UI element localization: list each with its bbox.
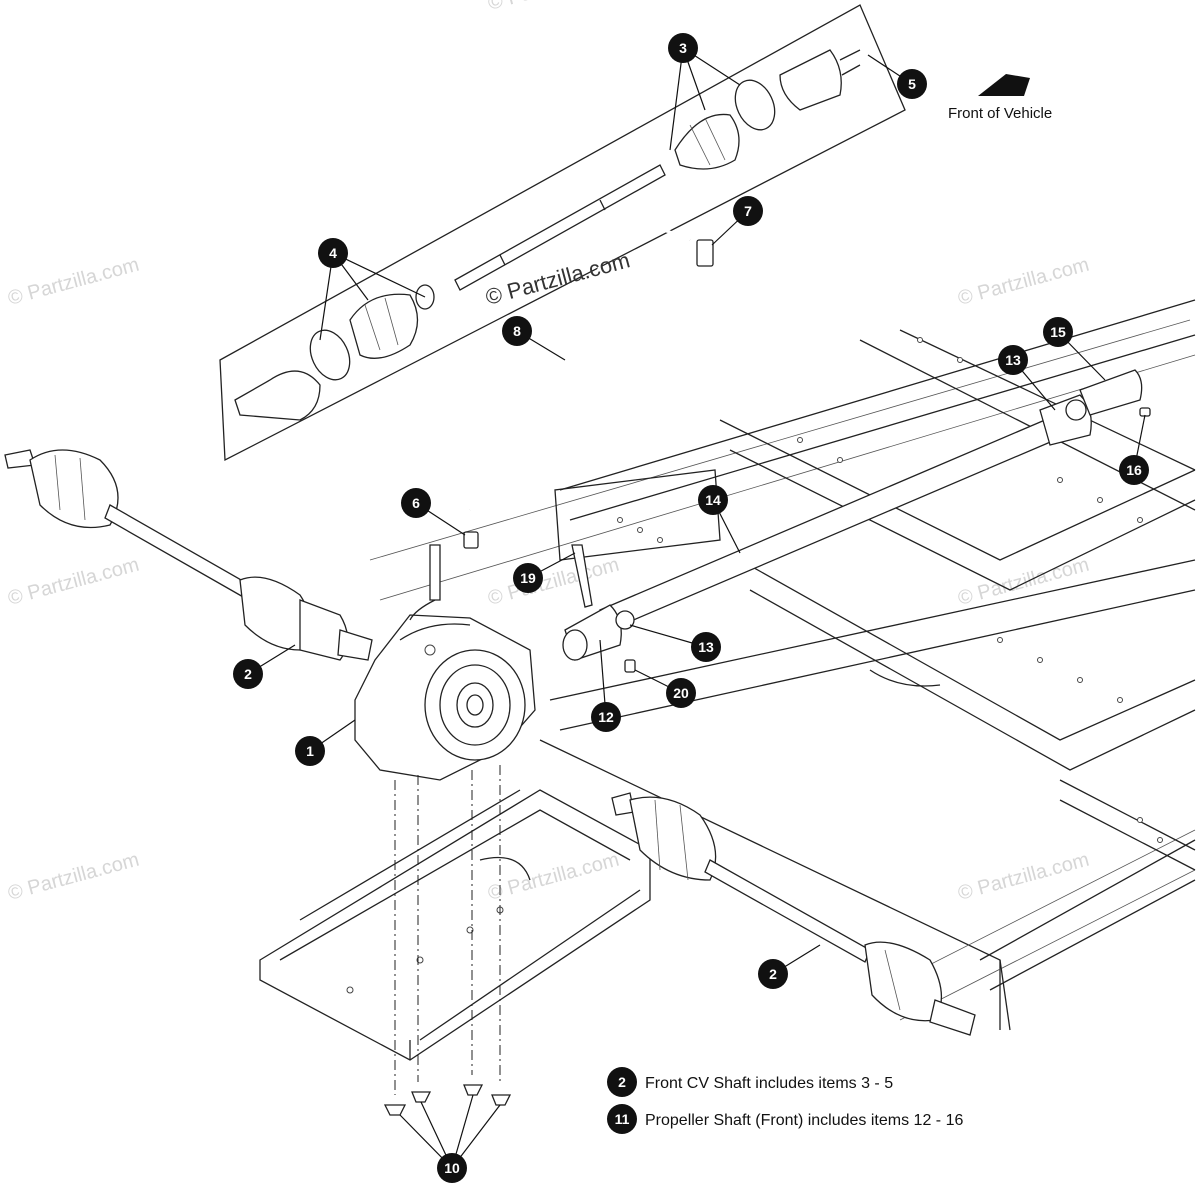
cv-shaft-exploded-view	[219, 4, 906, 462]
watermark: © Partzilla.com	[486, 0, 622, 15]
front-of-vehicle-indicator: Front of Vehicle	[948, 74, 1052, 122]
callout-2-left[interactable]: 2	[233, 659, 263, 689]
vent-hose-assembly	[463, 227, 714, 549]
callout-15[interactable]: 15	[1043, 317, 1073, 347]
callout-number: 3	[679, 40, 687, 56]
watermark: © Partzilla.com	[956, 849, 1092, 905]
watermark: © Partzilla.com	[6, 554, 142, 610]
propeller-shaft	[562, 369, 1151, 673]
callout-number: 7	[744, 203, 752, 219]
legend: 2 Front CV Shaft includes items 3 - 5 11…	[607, 1067, 963, 1134]
callout-number: 5	[908, 76, 916, 92]
callout-20[interactable]: 20	[666, 678, 696, 708]
callout-number: 1	[306, 743, 314, 759]
legend-item: 11 Propeller Shaft (Front) includes item…	[607, 1104, 963, 1134]
watermark: © Partzilla.com	[6, 849, 142, 905]
callout-8[interactable]: 8	[502, 316, 532, 346]
callout-10[interactable]: 10	[437, 1153, 467, 1183]
callout-number: 19	[520, 570, 536, 586]
callouts: 3 5 7 4 8 13 15 16	[233, 33, 1149, 1183]
front-of-vehicle-label: Front of Vehicle	[948, 105, 1052, 122]
callout-number: 8	[513, 323, 521, 339]
callout-number: 16	[1126, 462, 1142, 478]
callout-number: 2	[244, 666, 252, 682]
callout-6[interactable]: 6	[401, 488, 431, 518]
watermarks: © Partzilla.com © Partzilla.com © Partzi…	[6, 0, 1092, 905]
callout-19[interactable]: 19	[513, 563, 543, 593]
callout-7[interactable]: 7	[733, 196, 763, 226]
callout-number: 15	[1050, 324, 1066, 340]
callout-number: 12	[598, 709, 614, 725]
callout-13-lower[interactable]: 13	[691, 632, 721, 662]
callout-5[interactable]: 5	[897, 69, 927, 99]
watermark: © Partzilla.com	[956, 554, 1092, 610]
callout-number: 10	[444, 1160, 460, 1176]
direction-arrow-icon	[978, 74, 1030, 96]
callout-14[interactable]: 14	[698, 485, 728, 515]
legend-number: 2	[618, 1074, 626, 1090]
callout-number: 20	[673, 685, 689, 701]
watermark: © Partzilla.com	[6, 254, 142, 310]
callout-4[interactable]: 4	[318, 238, 348, 268]
callout-number: 13	[698, 639, 714, 655]
leader-lines	[247, 47, 1146, 1169]
mounting-bolts	[383, 765, 512, 1116]
callout-1[interactable]: 1	[295, 736, 325, 766]
callout-number: 6	[412, 495, 420, 511]
legend-item: 2 Front CV Shaft includes items 3 - 5	[607, 1067, 893, 1097]
callout-3[interactable]: 3	[668, 33, 698, 63]
callout-2-right[interactable]: 2	[758, 959, 788, 989]
callout-number: 13	[1005, 352, 1021, 368]
callout-12[interactable]: 12	[591, 702, 621, 732]
watermark: © Partzilla.com	[486, 849, 622, 905]
right-cv-shaft	[611, 792, 976, 1036]
callout-number: 2	[769, 966, 777, 982]
watermark: © Partzilla.com	[956, 254, 1092, 310]
callout-number: 4	[329, 245, 337, 261]
legend-number: 11	[615, 1111, 630, 1127]
legend-text: Propeller Shaft (Front) includes items 1…	[645, 1112, 963, 1129]
left-cv-shaft	[4, 449, 373, 661]
front-differential	[354, 544, 536, 781]
callout-number: 14	[705, 492, 721, 508]
callout-16[interactable]: 16	[1119, 455, 1149, 485]
legend-text: Front CV Shaft includes items 3 - 5	[645, 1075, 893, 1092]
callout-13-upper[interactable]: 13	[998, 345, 1028, 375]
